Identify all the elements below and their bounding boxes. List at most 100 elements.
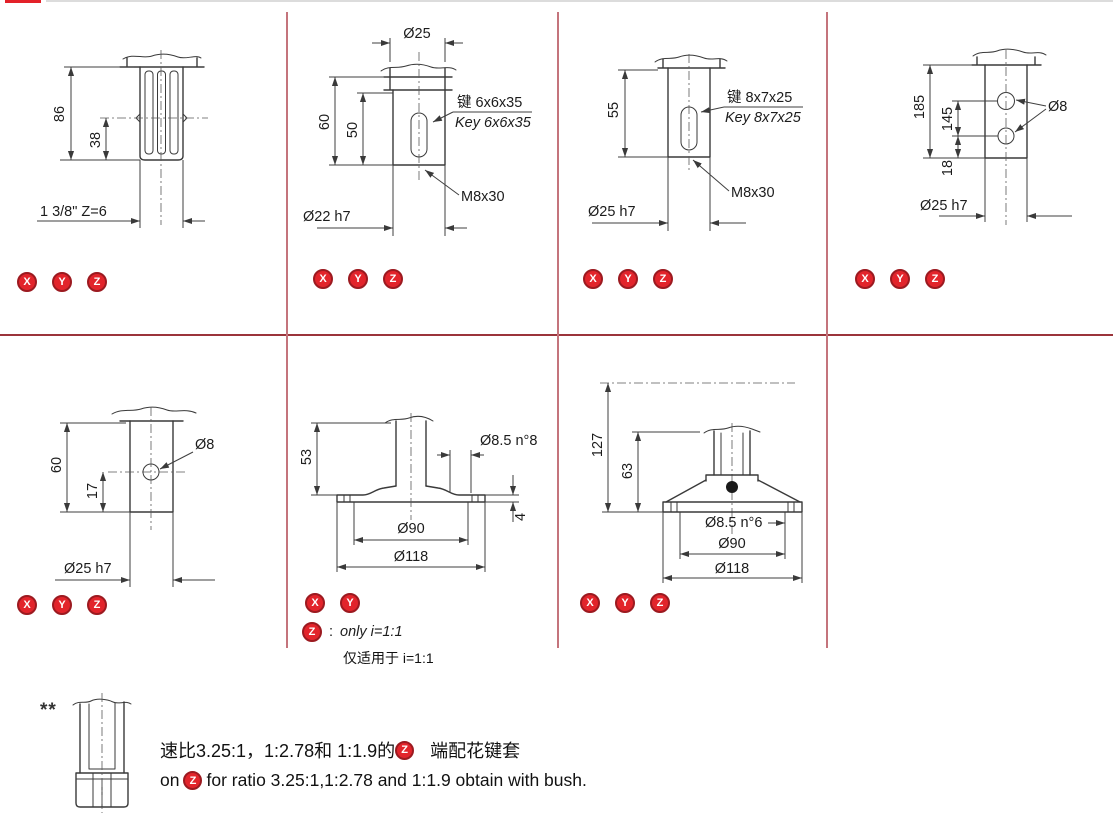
dim-label-50: 50 — [345, 122, 361, 138]
key-label-en: Key 6x6x35 — [455, 115, 532, 131]
badge-x: X — [580, 593, 600, 613]
badge-y: Y — [615, 593, 635, 613]
badge-z: Z — [87, 595, 107, 615]
centerlines — [600, 382, 795, 535]
keyed-shaft-d25-drawing: 55 键 8x7x25 Key 8x7x25 M8x30 Ø25 h7 — [588, 54, 803, 231]
badge-z: Z — [183, 771, 203, 790]
option-badges: X Y Z — [17, 272, 107, 292]
footnote-cn-after: 端配花键套 — [430, 741, 521, 761]
dim-label-d90: Ø90 — [397, 521, 424, 537]
key-label-cn: 键 6x6x35 — [457, 94, 522, 111]
drawing-cell-splined-bushing: 86 38 1 3/8" Z=6 X Y Z — [0, 10, 287, 335]
grid-vertical-rule-3 — [826, 12, 828, 648]
bell-flange-drawing: 127 63 Ø8.5 n°6 Ø90 Ø118 — [590, 382, 803, 583]
dimension-lines — [592, 69, 803, 231]
dim-label-18: 18 — [940, 160, 956, 176]
dim-label-d118: Ø118 — [394, 549, 428, 565]
dim-label-d25: Ø25 — [403, 26, 430, 42]
badge-x: X — [17, 595, 37, 615]
drawing-cell-flat-flange: 53 Ø8.5 n°8 4 Ø90 Ø118 X Y Z : only i=1:… — [287, 335, 560, 666]
part-outline — [119, 53, 205, 161]
option-badges: X Y — [305, 593, 360, 613]
grid-vertical-rule-2 — [557, 12, 559, 648]
option-badges: X Y Z — [313, 269, 403, 289]
dim-label-60: 60 — [49, 457, 65, 473]
dim-label-spline: 1 3/8" Z=6 — [40, 204, 107, 220]
part-outline — [654, 54, 728, 158]
dim-label-53: 53 — [299, 449, 315, 465]
badge-x: X — [583, 269, 603, 289]
badge-z: Z — [302, 622, 322, 642]
dim-label-127: 127 — [590, 433, 606, 457]
drawing-cell-bell-flange: 127 63 Ø8.5 n°6 Ø90 Ø118 X Y Z — [560, 335, 827, 648]
footnote-marker: ** — [40, 700, 57, 721]
centerlines — [100, 50, 208, 225]
part-outline — [380, 63, 457, 166]
dim-label-dia: Ø25 h7 — [64, 561, 112, 577]
dim-label-55: 55 — [606, 102, 622, 118]
option-badges: X Y Z — [855, 269, 945, 289]
footnote-cn-before: 速比3.25:1，1:2.78和 1:1.9的 — [160, 741, 396, 761]
dim-label-63: 63 — [620, 463, 636, 479]
badge-y: Y — [52, 595, 72, 615]
flat-flange-drawing: 53 Ø8.5 n°8 4 Ø90 Ø118 — [299, 413, 537, 572]
dimension-lines — [55, 422, 215, 587]
badge-y: Y — [340, 593, 360, 613]
option-badges: X Y Z — [583, 269, 673, 289]
z-note-text: only i=1:1 — [340, 624, 403, 640]
dim-label-60: 60 — [317, 114, 333, 130]
key-label-cn: 键 8x7x25 — [727, 89, 792, 106]
dim-label-38: 38 — [88, 132, 104, 148]
drawing-cell-cross-hole-shaft: 60 17 Ø8 Ø25 h7 X Y Z — [0, 335, 287, 648]
dimension-lines — [311, 422, 519, 572]
badge-y: Y — [890, 269, 910, 289]
z-note-caption-cn: 仅适用于 i=1:1 — [343, 650, 434, 666]
badge-y: Y — [348, 269, 368, 289]
footnote-en-after: for ratio 3.25:1,1:2.78 and 1:1.9 obtain… — [206, 770, 587, 790]
grid-horizontal-rule — [0, 334, 1113, 336]
long-shaft-drawing: 185 145 18 Ø8 Ø25 h7 — [912, 48, 1072, 225]
dim-label-145: 145 — [940, 107, 956, 131]
dim-label-dia: Ø25 h7 — [920, 198, 968, 214]
badge-x: X — [305, 593, 325, 613]
z-note-separator: : — [329, 624, 334, 640]
z-restriction-note: Z : only i=1:1 — [302, 622, 403, 642]
drawing-cell-long-shaft: 185 145 18 Ø8 Ø25 h7 X Y Z — [827, 10, 1113, 335]
dim-label-d8: Ø8 — [195, 437, 214, 453]
dim-label-dia: Ø22 h7 — [303, 209, 351, 225]
badge-x: X — [17, 272, 37, 292]
thread-label: M8x30 — [731, 185, 775, 201]
dim-label-4: 4 — [513, 513, 529, 521]
badge-z: Z — [87, 272, 107, 292]
top-gray-rule — [46, 0, 1113, 2]
dimension-lines — [37, 66, 205, 228]
dim-label-holes: Ø8.5 n°8 — [480, 433, 537, 449]
part-outline — [336, 415, 486, 503]
cross-hole-shaft-drawing: 60 17 Ø8 Ø25 h7 — [49, 406, 215, 587]
footnote-en-before: on — [160, 770, 180, 790]
keyed-shaft-d22-drawing: Ø25 60 50 键 6x6x35 Key 6x6x35 M8x30 Ø22 … — [303, 26, 532, 236]
dimension-lines — [317, 38, 532, 236]
badge-y: Y — [618, 269, 638, 289]
badge-z: Z — [653, 269, 673, 289]
badge-z: Z — [650, 593, 670, 613]
badge-x: X — [313, 269, 333, 289]
dim-label-d118: Ø118 — [715, 561, 749, 577]
key-label-en: Key 8x7x25 — [725, 110, 802, 126]
dim-label-17: 17 — [85, 483, 101, 499]
drawing-cell-keyed-shaft-d25: 55 键 8x7x25 Key 8x7x25 M8x30 Ø25 h7 X Y … — [560, 10, 827, 335]
badge-z: Z — [925, 269, 945, 289]
dim-label-d90: Ø90 — [718, 536, 745, 552]
option-badges: X Y Z — [17, 595, 107, 615]
badge-z: Z — [395, 740, 415, 760]
option-badges: X Y Z — [580, 593, 670, 613]
drawing-cell-keyed-shaft-d22: Ø25 60 50 键 6x6x35 Key 6x6x35 M8x30 Ø22 … — [287, 10, 560, 335]
bush-drawing — [72, 693, 132, 813]
footnote-line-cn: 速比3.25:1，1:2.78和 1:1.9的 Z 端配花键套 — [160, 737, 520, 763]
badge-y: Y — [52, 272, 72, 292]
top-red-bar — [5, 0, 41, 3]
dimension-lines — [923, 64, 1072, 222]
dim-label-holes: Ø8.5 n°6 — [705, 515, 762, 531]
badge-x: X — [855, 269, 875, 289]
